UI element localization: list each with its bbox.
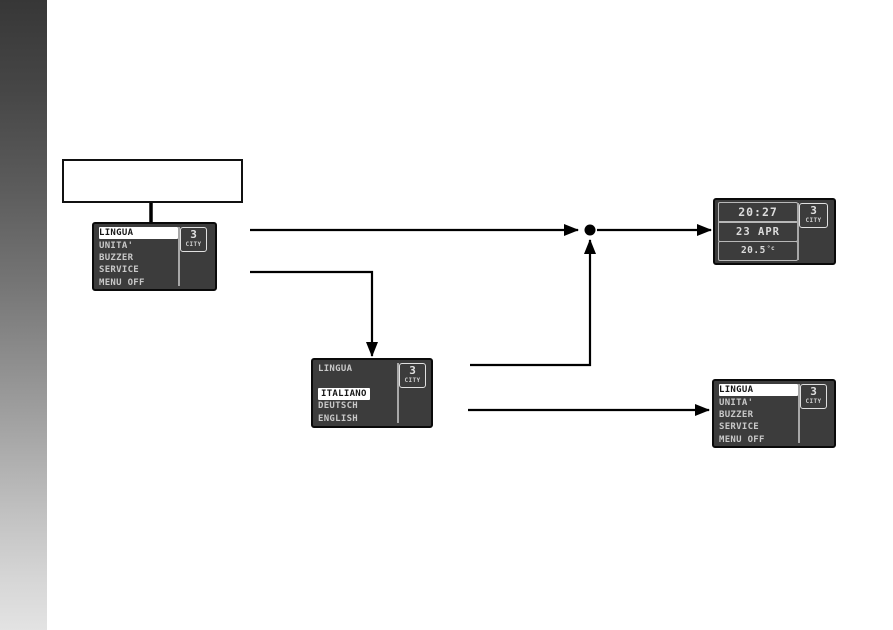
- menu-item-buzzer: BUZZER: [99, 252, 134, 263]
- temperature-unit: °c: [766, 245, 776, 253]
- menu-item-menu-off: MENU OFF: [719, 434, 765, 445]
- menu-item-unita: UNITA': [719, 397, 754, 408]
- city-label: CITY: [805, 398, 822, 405]
- menu-item-deutsch: DEUTSCH: [318, 401, 359, 412]
- temperature-value: 20.5: [740, 245, 766, 257]
- menu-item-service: SERVICE: [719, 422, 760, 433]
- menu-list: LINGUA UNITA' BUZZER SERVICE MENU OFF: [719, 384, 798, 446]
- lcd-divider: [797, 203, 799, 260]
- menu-item-italiano: ITALIANO: [318, 387, 370, 401]
- clock-date: 23 APR: [718, 221, 798, 242]
- day-number: 3: [810, 204, 817, 217]
- day-number: 3: [190, 228, 197, 241]
- day-number: 3: [409, 364, 416, 377]
- clock-time: 20:27: [718, 202, 798, 223]
- menu-item-service: SERVICE: [99, 265, 140, 276]
- lcd-divider: [178, 227, 180, 286]
- junction-dot: [584, 224, 596, 236]
- clock-rows: 20:27 23 APR 20.5 °c: [718, 202, 798, 262]
- arrow-language-to-junction: [470, 239, 596, 367]
- arrow-menu-to-language: [250, 270, 378, 357]
- city-label: CITY: [805, 217, 822, 224]
- day-number-box: 3 CITY: [799, 203, 828, 228]
- day-number-box: 3 CITY: [800, 384, 827, 409]
- menu-item-english: ENGLISH: [318, 413, 359, 424]
- menu-title-lingua: LINGUA: [318, 364, 353, 375]
- day-number-box: 3 CITY: [399, 363, 426, 388]
- clock-temperature: 20.5 °c: [718, 240, 798, 262]
- menu-item-lingua: LINGUA: [719, 384, 798, 397]
- menu-list: LINGUA ITALIANO DEUTSCH ENGLISH: [318, 363, 397, 425]
- menu-spacer-row: [318, 375, 397, 387]
- day-number: 3: [810, 385, 817, 398]
- city-label: CITY: [185, 241, 202, 248]
- lcd-divider: [798, 384, 800, 443]
- lcd-screen-main-menu-return: LINGUA UNITA' BUZZER SERVICE MENU OFF 3 …: [712, 379, 836, 448]
- page-edge-gradient: [0, 0, 47, 630]
- day-number-box: 3 CITY: [180, 227, 207, 252]
- lcd-screen-language-menu: LINGUA ITALIANO DEUTSCH ENGLISH 3 CITY: [311, 358, 433, 428]
- menu-item-menu-off: MENU OFF: [99, 277, 145, 288]
- menu-item-buzzer: BUZZER: [719, 409, 754, 420]
- menu-item-unita: UNITA': [99, 240, 134, 251]
- callout-box-empty: [62, 159, 243, 203]
- menu-item-lingua: LINGUA: [99, 227, 178, 240]
- lcd-screen-clock: 20:27 23 APR 20.5 °c 3 CITY: [713, 198, 836, 265]
- lcd-divider: [397, 363, 399, 423]
- lcd-screen-main-menu: LINGUA UNITA' BUZZER SERVICE MENU OFF 3 …: [92, 222, 217, 291]
- menu-list: LINGUA UNITA' BUZZER SERVICE MENU OFF: [99, 227, 178, 289]
- city-label: CITY: [404, 377, 421, 384]
